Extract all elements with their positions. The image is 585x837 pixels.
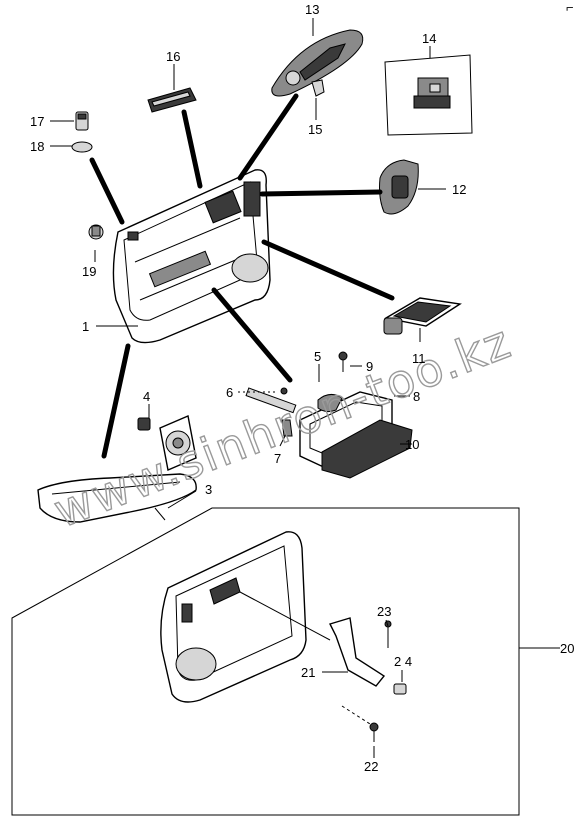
callout-22: 22 <box>364 759 378 774</box>
callout-7: 7 <box>274 451 281 466</box>
leader-bands <box>89 93 395 459</box>
callout-17: 17 <box>30 114 44 129</box>
callout-20: 20 <box>560 641 574 656</box>
watermark-text: www.sinhron-too.kz <box>47 314 519 538</box>
callout-19: 19 <box>82 264 96 279</box>
callout-5: 5 <box>314 349 321 364</box>
armrest-base <box>37 473 197 523</box>
callout-9: 9 <box>366 359 373 374</box>
callout-15: 15 <box>308 122 322 137</box>
callout-23: 23 <box>377 604 391 619</box>
callout-24: 2 4 <box>394 654 412 669</box>
clip-part-15 <box>311 79 325 97</box>
armrest-pocket-assembly <box>245 351 413 479</box>
callout-labels: 17 18 19 1 16 13 14 15 12 11 5 9 6 8 4 1… <box>30 2 574 774</box>
callout-8: 8 <box>413 389 420 404</box>
callout-18: 18 <box>30 139 44 154</box>
power-window-switch <box>383 297 462 335</box>
callout-16: 16 <box>166 49 180 64</box>
switch-inset-box <box>384 54 473 136</box>
corner-mark: ⌐ <box>566 0 574 15</box>
pull-strip <box>147 87 197 113</box>
door-speaker <box>137 415 197 471</box>
callout-6: 6 <box>226 385 233 400</box>
callout-12: 12 <box>452 182 466 197</box>
retainer-clip <box>88 224 104 240</box>
callout-leaders <box>50 18 446 758</box>
callout-3: 3 <box>205 482 212 497</box>
callout-13: 13 <box>305 2 319 17</box>
callout-11: 11 <box>412 351 426 366</box>
window-switch-cover <box>379 159 419 215</box>
callout-10: 10 <box>405 437 419 452</box>
callout-14: 14 <box>422 31 436 46</box>
handle-bezel <box>271 29 364 97</box>
plug-and-washer <box>71 111 93 153</box>
callout-21: 21 <box>301 665 315 680</box>
callout-1: 1 <box>82 319 89 334</box>
assembly-box-20 <box>11 507 560 816</box>
door-trim-panel <box>112 169 271 344</box>
callout-4: 4 <box>143 389 150 404</box>
